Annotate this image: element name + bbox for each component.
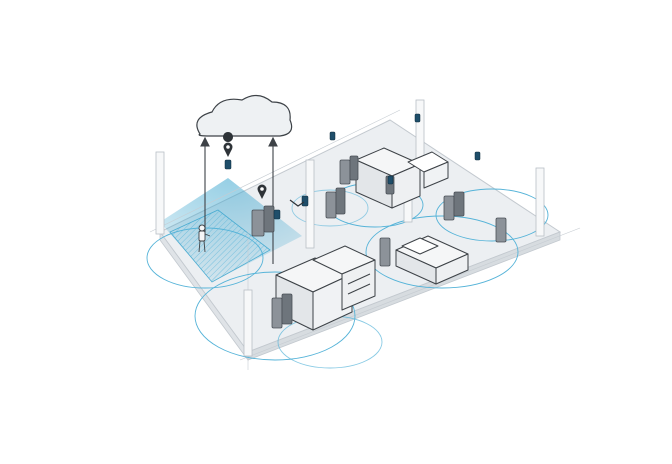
beacon-icon bbox=[224, 113, 481, 220]
upload-arrows bbox=[200, 136, 278, 264]
cloud-icon bbox=[196, 94, 293, 137]
mounted-device-icon bbox=[289, 199, 305, 207]
location-pin-icon bbox=[223, 132, 234, 157]
shelf-box-icon bbox=[275, 147, 469, 331]
sensor-beam bbox=[160, 178, 302, 282]
storage-cart-icon bbox=[251, 155, 507, 329]
person-icon bbox=[198, 224, 211, 253]
location-pin-icon bbox=[257, 184, 267, 199]
